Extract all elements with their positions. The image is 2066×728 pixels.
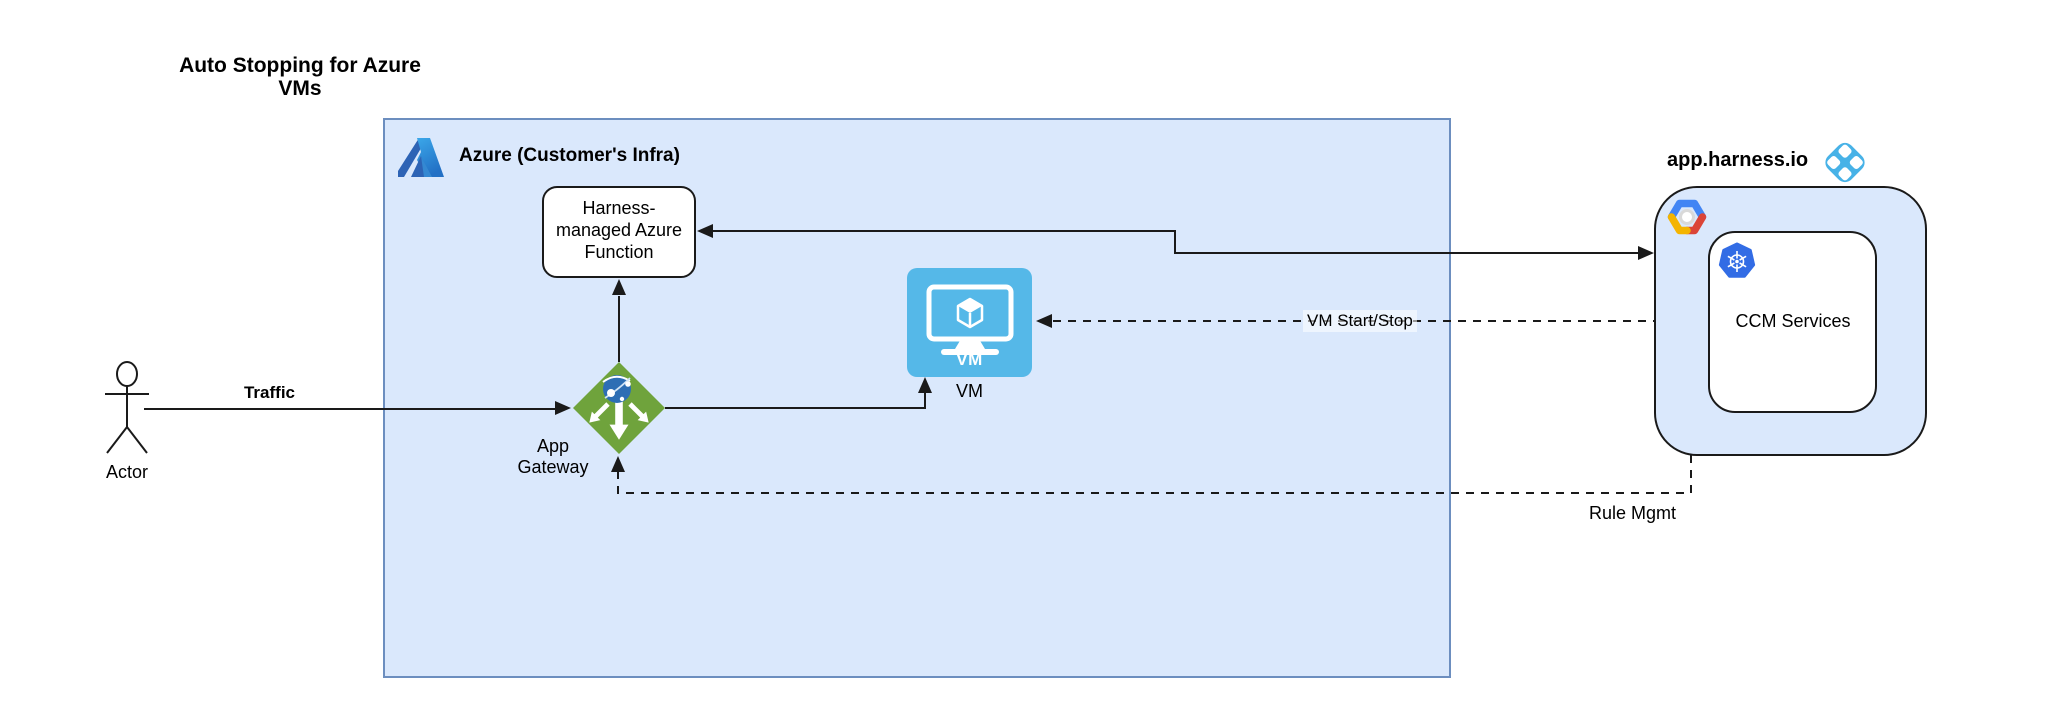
gcp-logo xyxy=(1667,199,1707,235)
vm-label: VM xyxy=(956,381,983,401)
traffic-edge-label: Traffic xyxy=(243,383,296,402)
arrowhead-into-function-right xyxy=(697,224,713,238)
arrowhead-into-gateway-bottom xyxy=(611,456,625,472)
gateway-vm-edge xyxy=(665,393,926,409)
harness-container-label: app.harness.io xyxy=(1667,149,1809,171)
rule-mgmt-edge xyxy=(617,455,1692,494)
arrowhead-into-harness xyxy=(1638,246,1654,260)
kubernetes-icon xyxy=(1718,242,1756,278)
azure-function-label: Harness- managed Azure Function xyxy=(555,198,683,262)
diagram-title: Auto Stopping for Azure VMs xyxy=(179,54,421,100)
azure-function-box xyxy=(542,186,696,278)
ccm-services-label: CCM Services xyxy=(1735,311,1851,331)
azure-container-label: Azure (Customer's Infra) xyxy=(459,145,680,166)
vm-monitor-icon xyxy=(907,268,1032,377)
arrowhead-into-vm-bottom xyxy=(918,377,932,393)
arrowhead-into-gateway xyxy=(555,401,571,415)
globe-icon xyxy=(602,375,631,403)
arrowhead-into-vm-right xyxy=(1036,314,1052,328)
app-gateway-icon xyxy=(573,362,665,454)
azure-logo xyxy=(398,138,444,177)
vm-start-stop-edge xyxy=(1052,255,1656,322)
arrowhead-into-function-bottom xyxy=(612,279,626,295)
rule-mgmt-edge-label: Rule Mgmt xyxy=(1589,503,1677,523)
actor-stick-figure xyxy=(105,361,149,454)
harness-logo xyxy=(1825,142,1865,183)
app-gateway-label: App Gateway xyxy=(517,436,589,477)
ccm-services-box xyxy=(1708,231,1877,413)
vm-start-stop-edge-label: VM Start/Stop xyxy=(1303,310,1417,333)
edges xyxy=(144,230,1692,494)
vm-icon-inner-label: VM xyxy=(956,350,983,369)
function-harness-edge xyxy=(713,230,1638,254)
arrowheads xyxy=(555,224,1654,472)
actor-label: Actor xyxy=(105,462,148,482)
